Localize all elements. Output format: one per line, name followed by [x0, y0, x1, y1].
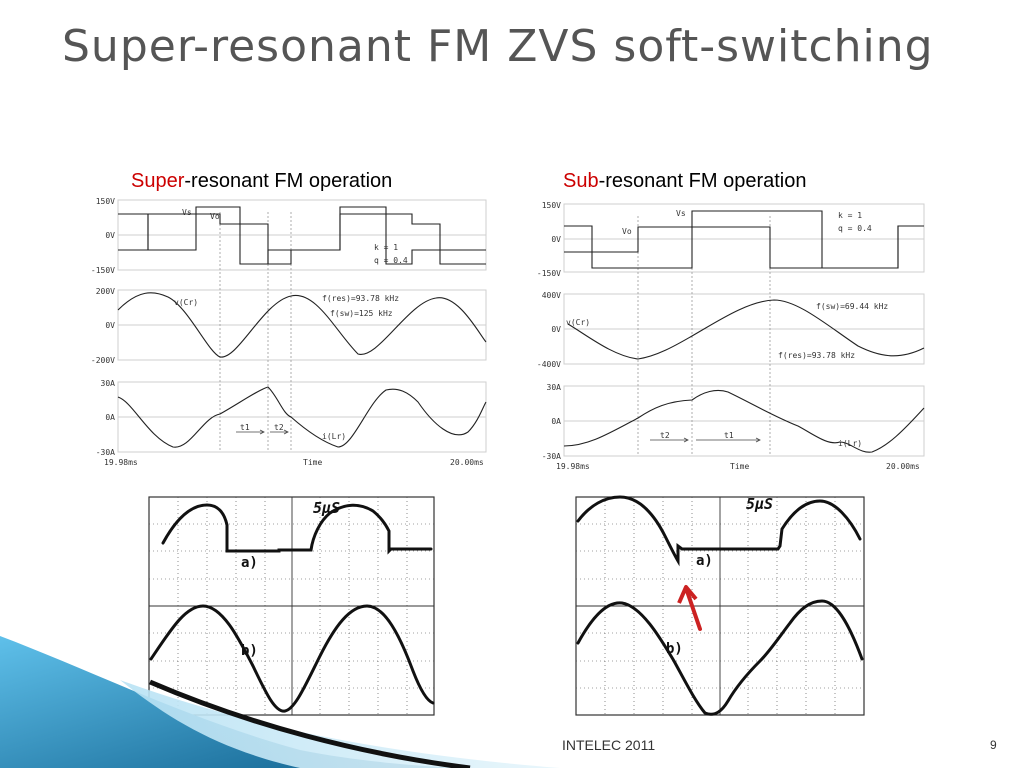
- right-ilr-label: i(Lr): [838, 439, 862, 448]
- left-simulation-plot: 150V 0V -150V 200V 0V -200V 30A 0A -30A …: [78, 192, 492, 470]
- right-simulation-plot: 150V 0V -150V 400V 0V -400V 30A 0A -30A …: [528, 196, 930, 474]
- left-t1-label: t1: [240, 423, 250, 432]
- right-caption: Sub-resonant FM operation: [563, 170, 806, 193]
- left-iaxis-top: 30A: [101, 379, 116, 388]
- right-caxis-top: 400V: [542, 291, 561, 300]
- slide-title: Super-resonant FM ZVS soft-switching: [62, 21, 934, 72]
- right-caxis-bot: -400V: [537, 360, 561, 369]
- right-vaxis-mid: 0V: [551, 235, 561, 244]
- right-xaxis-end: 20.00ms: [886, 462, 920, 471]
- right-xaxis-label: Time: [730, 462, 749, 471]
- left-xaxis-start: 19.98ms: [104, 458, 138, 467]
- right-vo-label: Vo: [622, 227, 632, 236]
- right-caption-highlight: Sub: [563, 170, 599, 192]
- right-fres-label: f(res)=93.78 kHz: [778, 351, 855, 360]
- left-t2-label: t2: [274, 423, 284, 432]
- left-scope-b-label: b): [241, 643, 258, 659]
- right-scope-time-label: 5µS: [746, 495, 773, 513]
- left-fres-label: f(res)=93.78 kHz: [322, 294, 399, 303]
- page-number: 9: [990, 738, 997, 752]
- right-scope-a-label: a): [696, 553, 713, 569]
- left-vs-label: Vs: [182, 208, 192, 217]
- left-xaxis-label: Time: [303, 458, 322, 467]
- left-caxis-mid: 0V: [105, 321, 115, 330]
- left-vo-label: Vo: [210, 212, 220, 221]
- right-caxis-mid: 0V: [551, 325, 561, 334]
- left-iaxis-bot: -30A: [96, 448, 115, 457]
- left-caption: Super-resonant FM operation: [131, 170, 392, 193]
- left-scope-a-label: a): [241, 555, 258, 571]
- right-caption-rest: -resonant FM operation: [598, 170, 807, 192]
- right-q-label: q = 0.4: [838, 224, 872, 233]
- right-iaxis-bot: -30A: [542, 452, 561, 461]
- left-vaxis-top: 150V: [96, 197, 115, 206]
- left-caption-highlight: Super: [131, 170, 185, 192]
- left-fsw-label: f(sw)=125 kHz: [330, 309, 393, 318]
- red-arrow-icon: [677, 585, 702, 631]
- left-ilr-label: i(Lr): [322, 432, 346, 441]
- left-vcr-label: v(Cr): [174, 298, 198, 307]
- right-t2-label: t2: [660, 431, 670, 440]
- right-iaxis-top: 30A: [547, 383, 562, 392]
- right-t1-label: t1: [724, 431, 734, 440]
- right-fsw-label: f(sw)=69.44 kHz: [816, 302, 888, 311]
- right-iaxis-mid: 0A: [551, 417, 561, 426]
- right-vcr-label: v(Cr): [566, 318, 590, 327]
- left-caxis-bot: -200V: [91, 356, 115, 365]
- left-caption-rest: -resonant FM operation: [184, 170, 393, 192]
- right-vaxis-bot: -150V: [537, 269, 561, 278]
- decorative-swoosh: [0, 636, 560, 768]
- right-k-label: k = 1: [838, 211, 862, 220]
- left-iaxis-mid: 0A: [105, 413, 115, 422]
- left-vaxis-bot: -150V: [91, 266, 115, 275]
- right-vs-label: Vs: [676, 209, 686, 218]
- left-oscilloscope-capture: 5µS a) b): [145, 491, 440, 721]
- right-oscilloscope-capture: 5µS a) b): [570, 491, 870, 721]
- left-q-label: q = 0.4: [374, 256, 408, 265]
- footer-text: INTELEC 2011: [562, 737, 656, 753]
- left-caxis-top: 200V: [96, 287, 115, 296]
- left-xaxis-end: 20.00ms: [450, 458, 484, 467]
- left-vaxis-mid: 0V: [105, 231, 115, 240]
- right-xaxis-start: 19.98ms: [556, 462, 590, 471]
- right-vaxis-top: 150V: [542, 201, 561, 210]
